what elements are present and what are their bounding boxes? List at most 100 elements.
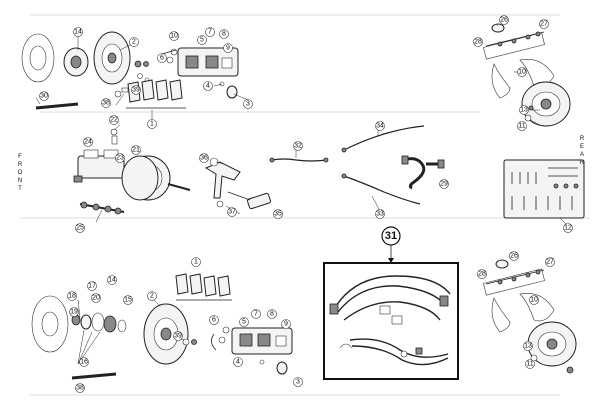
- svg-text:10: 10: [518, 69, 526, 76]
- callout-8: 8: [219, 29, 229, 39]
- callout-2: 2: [129, 37, 139, 47]
- callout-12: 12: [563, 223, 573, 233]
- callout-11b: 11: [525, 359, 535, 369]
- callout-1b: 1: [191, 257, 201, 267]
- callout-13b: 13: [523, 341, 533, 351]
- svg-text:7: 7: [208, 29, 212, 36]
- svg-text:37: 37: [228, 209, 236, 216]
- callout-39b: 39: [173, 331, 183, 341]
- parking-brake-cables: [269, 125, 425, 205]
- callout-7: 7: [205, 27, 215, 37]
- front-side-label: F R O N T: [18, 154, 23, 192]
- callout-23: 23: [115, 153, 125, 163]
- svg-text:4: 4: [236, 359, 240, 366]
- rear-letter: R: [580, 160, 585, 166]
- svg-text:6: 6: [212, 317, 216, 324]
- svg-text:25: 25: [76, 225, 84, 232]
- callout-9b: 9: [281, 319, 291, 329]
- svg-text:18: 18: [68, 293, 76, 300]
- svg-text:12: 12: [564, 225, 572, 232]
- brake-pads-top: [126, 79, 186, 109]
- svg-text:38: 38: [76, 385, 84, 392]
- callout-19: 19: [69, 307, 79, 317]
- callout-4: 4: [203, 81, 213, 91]
- callout-31-label: 31: [385, 230, 397, 242]
- callout-24: 24: [83, 137, 93, 147]
- svg-text:15: 15: [124, 297, 132, 304]
- callout-3: 3: [243, 99, 253, 109]
- front-letter: N: [18, 178, 22, 184]
- svg-text:10: 10: [530, 297, 538, 304]
- callout-30: 30: [39, 91, 49, 101]
- svg-text:38: 38: [102, 100, 110, 107]
- svg-text:1: 1: [150, 121, 154, 128]
- svg-text:13: 13: [520, 107, 528, 114]
- svg-text:11: 11: [526, 361, 533, 368]
- svg-text:23: 23: [116, 155, 124, 162]
- callout-38b: 38: [75, 383, 85, 393]
- callout-1: 1: [147, 119, 157, 129]
- rear-letter: E: [580, 144, 584, 150]
- svg-text:14: 14: [74, 29, 82, 36]
- kit-31-callout: 31: [381, 226, 401, 246]
- callout-26: 26: [499, 15, 509, 25]
- svg-text:36: 36: [200, 155, 208, 162]
- svg-text:10: 10: [170, 33, 178, 40]
- callout-36: 36: [199, 153, 209, 163]
- svg-text:34: 34: [376, 123, 384, 130]
- front-letter: O: [18, 170, 23, 176]
- svg-text:32: 32: [294, 143, 302, 150]
- callout-10: 10: [169, 31, 179, 41]
- svg-text:5: 5: [242, 319, 246, 326]
- svg-text:17: 17: [88, 283, 96, 290]
- svg-text:1: 1: [194, 259, 198, 266]
- callout-39: 39: [131, 85, 141, 95]
- callout-9: 9: [223, 43, 233, 53]
- callouts: 14 2 10 6 7 8 5 9 4 3 1 38 39 26 27 28 1…: [39, 15, 573, 393]
- fittings-kit: [79, 201, 125, 215]
- svg-text:20: 20: [92, 295, 100, 302]
- svg-text:8: 8: [222, 31, 226, 38]
- callout-3b: 3: [293, 377, 303, 387]
- front-letter: R: [18, 162, 23, 168]
- callout-27: 27: [539, 19, 549, 29]
- callout-7b: 7: [251, 309, 261, 319]
- svg-text:2: 2: [150, 293, 154, 300]
- callout-25: 25: [75, 223, 85, 233]
- hardware-kit-12: [503, 159, 585, 219]
- svg-text:28: 28: [478, 271, 486, 278]
- callout-6b: 6: [209, 315, 219, 325]
- svg-text:16: 16: [80, 359, 88, 366]
- svg-text:22: 22: [110, 117, 118, 124]
- front-caliper-top: [161, 47, 239, 99]
- brake-pedal-assembly: [204, 157, 271, 210]
- front-letter: F: [18, 154, 22, 160]
- svg-text:27: 27: [546, 259, 554, 266]
- callout-33: 33: [375, 209, 385, 219]
- svg-text:39: 39: [132, 87, 140, 94]
- callout-16: 16: [79, 357, 89, 367]
- svg-text:26: 26: [500, 17, 508, 24]
- rear-drum-assembly-bottom: [483, 259, 577, 374]
- svg-text:9: 9: [284, 321, 288, 328]
- svg-text:26: 26: [510, 253, 518, 260]
- callout-35: 35: [273, 209, 283, 219]
- svg-text:19: 19: [70, 309, 78, 316]
- svg-text:30: 30: [40, 93, 48, 100]
- callout-21: 21: [131, 145, 141, 155]
- callout-28: 28: [473, 37, 483, 47]
- brake-pads-bottom: [175, 273, 232, 301]
- svg-text:29: 29: [440, 181, 448, 188]
- rear-drum-assembly-top: [483, 23, 571, 127]
- callout-10c: 10: [529, 295, 539, 305]
- svg-text:5: 5: [200, 37, 204, 44]
- svg-text:28: 28: [474, 39, 482, 46]
- callout-37: 37: [227, 207, 237, 217]
- callout-26b: 26: [509, 251, 519, 261]
- svg-text:24: 24: [84, 139, 92, 146]
- callout-15: 15: [123, 295, 133, 305]
- svg-text:9: 9: [226, 45, 230, 52]
- svg-text:33: 33: [376, 211, 384, 218]
- callout-4b: 4: [233, 357, 243, 367]
